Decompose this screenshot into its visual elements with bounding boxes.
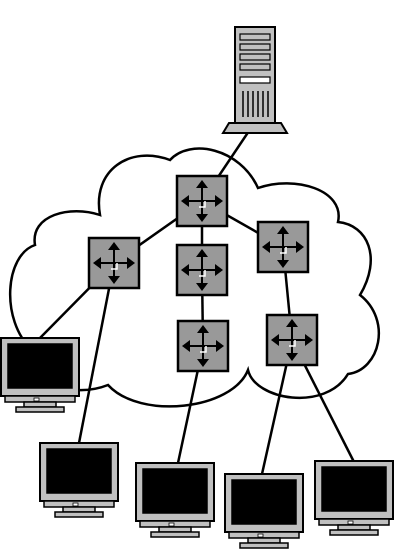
- router-icon: [265, 313, 319, 367]
- router-r1: [175, 174, 229, 228]
- host-h1: [0, 337, 80, 413]
- router-r6: [265, 313, 319, 367]
- router-r3: [175, 243, 229, 297]
- monitor-icon: [39, 442, 119, 518]
- host-h4: [224, 473, 304, 549]
- router-icon: [87, 236, 141, 290]
- router-icon: [175, 174, 229, 228]
- router-icon: [176, 319, 230, 373]
- host-h5: [314, 460, 394, 536]
- monitor-icon: [224, 473, 304, 549]
- router-r5: [176, 319, 230, 373]
- host-h2: [39, 442, 119, 518]
- network-cloud: [9, 147, 381, 408]
- monitor-icon: [135, 462, 215, 538]
- host-h3: [135, 462, 215, 538]
- monitor-icon: [314, 460, 394, 536]
- router-icon: [175, 243, 229, 297]
- server-icon: [221, 26, 289, 134]
- router-icon: [256, 220, 310, 274]
- router-r2: [87, 236, 141, 290]
- network-link: [77, 262, 116, 444]
- monitor-icon: [0, 337, 80, 413]
- server-tower: [221, 26, 289, 134]
- router-r4: [256, 220, 310, 274]
